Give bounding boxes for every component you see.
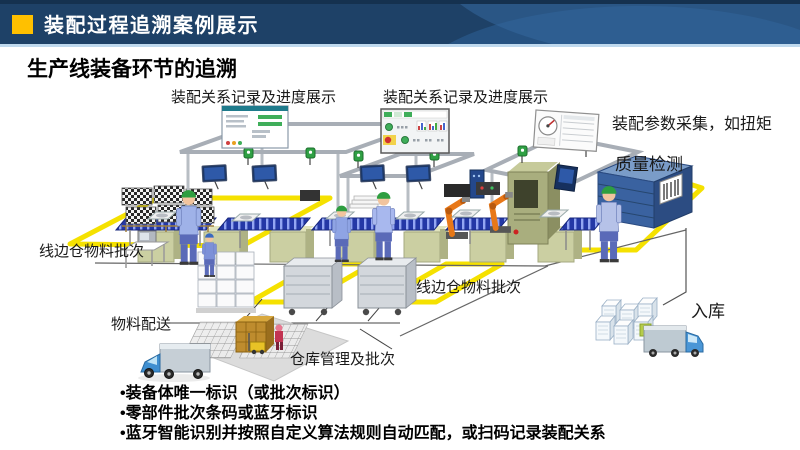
lineside-carton-stack — [196, 251, 256, 313]
assembly-trays — [146, 209, 570, 222]
dashboard-screen-mid — [380, 108, 450, 154]
robot-arm-2 — [488, 192, 513, 233]
workstation-monitor — [405, 164, 432, 190]
label-assembly-record-right: 装配关系记录及进度展示 — [383, 89, 549, 106]
label-lineside-right: 线边仓物料批次 — [416, 279, 522, 296]
dashboard-screen-left — [221, 98, 289, 149]
label-warehouse-mgmt: 仓库管理及批次 — [290, 351, 396, 368]
bench-devices — [300, 182, 500, 201]
machine-monitor — [553, 164, 579, 192]
robot-arm — [444, 196, 470, 239]
workstation-monitors — [201, 164, 432, 190]
barcode-panel — [659, 173, 683, 205]
material-cart-2 — [356, 257, 418, 316]
header-underline — [0, 44, 800, 47]
label-inbound: 入库 — [691, 302, 725, 321]
page-title: 装配过程追溯案例展示 — [44, 15, 259, 37]
title-accent-square — [12, 15, 33, 34]
dashboard-screen-gauge — [532, 109, 600, 152]
label-material-delivery: 物料配送 — [111, 316, 172, 333]
delivery-truck — [138, 343, 211, 382]
label-param-capture: 装配参数采集，如扭矩 — [612, 116, 773, 133]
bullet-item: •装备体唯一标识（或批次标识） — [120, 385, 350, 402]
bullet-item: •零部件批次条码或蓝牙标识 — [120, 405, 318, 422]
bluetooth-sensor — [243, 147, 254, 165]
header-top-strip — [0, 0, 800, 4]
section-title: 生产线装备环节的追溯 — [27, 58, 237, 81]
warehouse-zone — [182, 313, 350, 382]
workstation-monitor — [359, 164, 386, 190]
inbound-pallet-stacks — [595, 296, 658, 346]
bullet-item: •蓝牙智能识别并按照自定义算法规则自动匹配，或扫码记录装配关系 — [120, 425, 606, 442]
forklift — [248, 333, 266, 355]
scan-station-table — [120, 230, 170, 268]
label-assembly-record-left: 装配关系记录及进度展示 — [171, 89, 337, 106]
material-cart — [282, 257, 344, 316]
header-bar: 装配过程追溯案例展示 — [0, 0, 800, 44]
label-quality-check: 质量检测 — [615, 155, 683, 174]
label-lineside-left: 线边仓物料批次 — [39, 243, 145, 260]
outbound-truck — [643, 325, 704, 357]
warehouse-worker — [275, 324, 283, 350]
workstation-monitor — [251, 164, 278, 190]
bullet-notes: •装备体唯一标识（或批次标识） •零部件批次条码或蓝牙标识 •蓝牙智能识别并按照… — [120, 384, 606, 444]
workstation-monitor — [201, 164, 228, 190]
bluetooth-sensor — [517, 145, 528, 163]
bluetooth-sensor — [305, 147, 316, 165]
assembly-machine — [507, 162, 560, 245]
bluetooth-sensor — [353, 150, 364, 168]
